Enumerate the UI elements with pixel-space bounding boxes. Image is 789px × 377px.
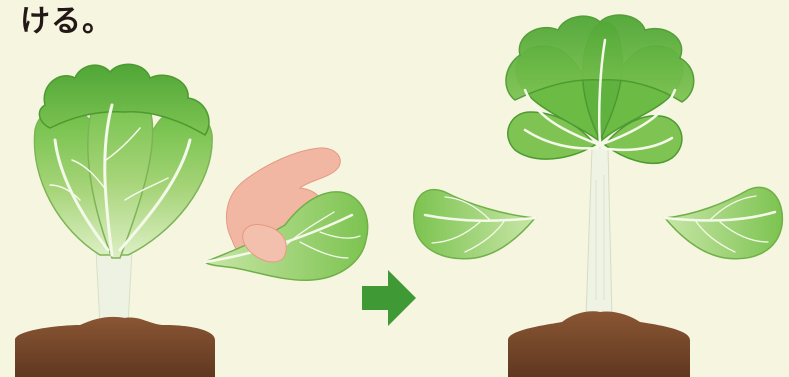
soil-mound-right: [508, 311, 690, 377]
cabbage-stem: [96, 250, 132, 325]
removed-leaf-left: [414, 190, 535, 259]
tall-stem: [586, 148, 612, 318]
removed-leaf-right: [665, 187, 782, 258]
right-arrow-icon: [362, 270, 416, 326]
soil-mound-left: [15, 317, 215, 377]
cabbage-plant-after: [414, 15, 783, 377]
hand-picking-leaf: [205, 148, 368, 280]
cabbage-plant-before: [15, 64, 215, 377]
